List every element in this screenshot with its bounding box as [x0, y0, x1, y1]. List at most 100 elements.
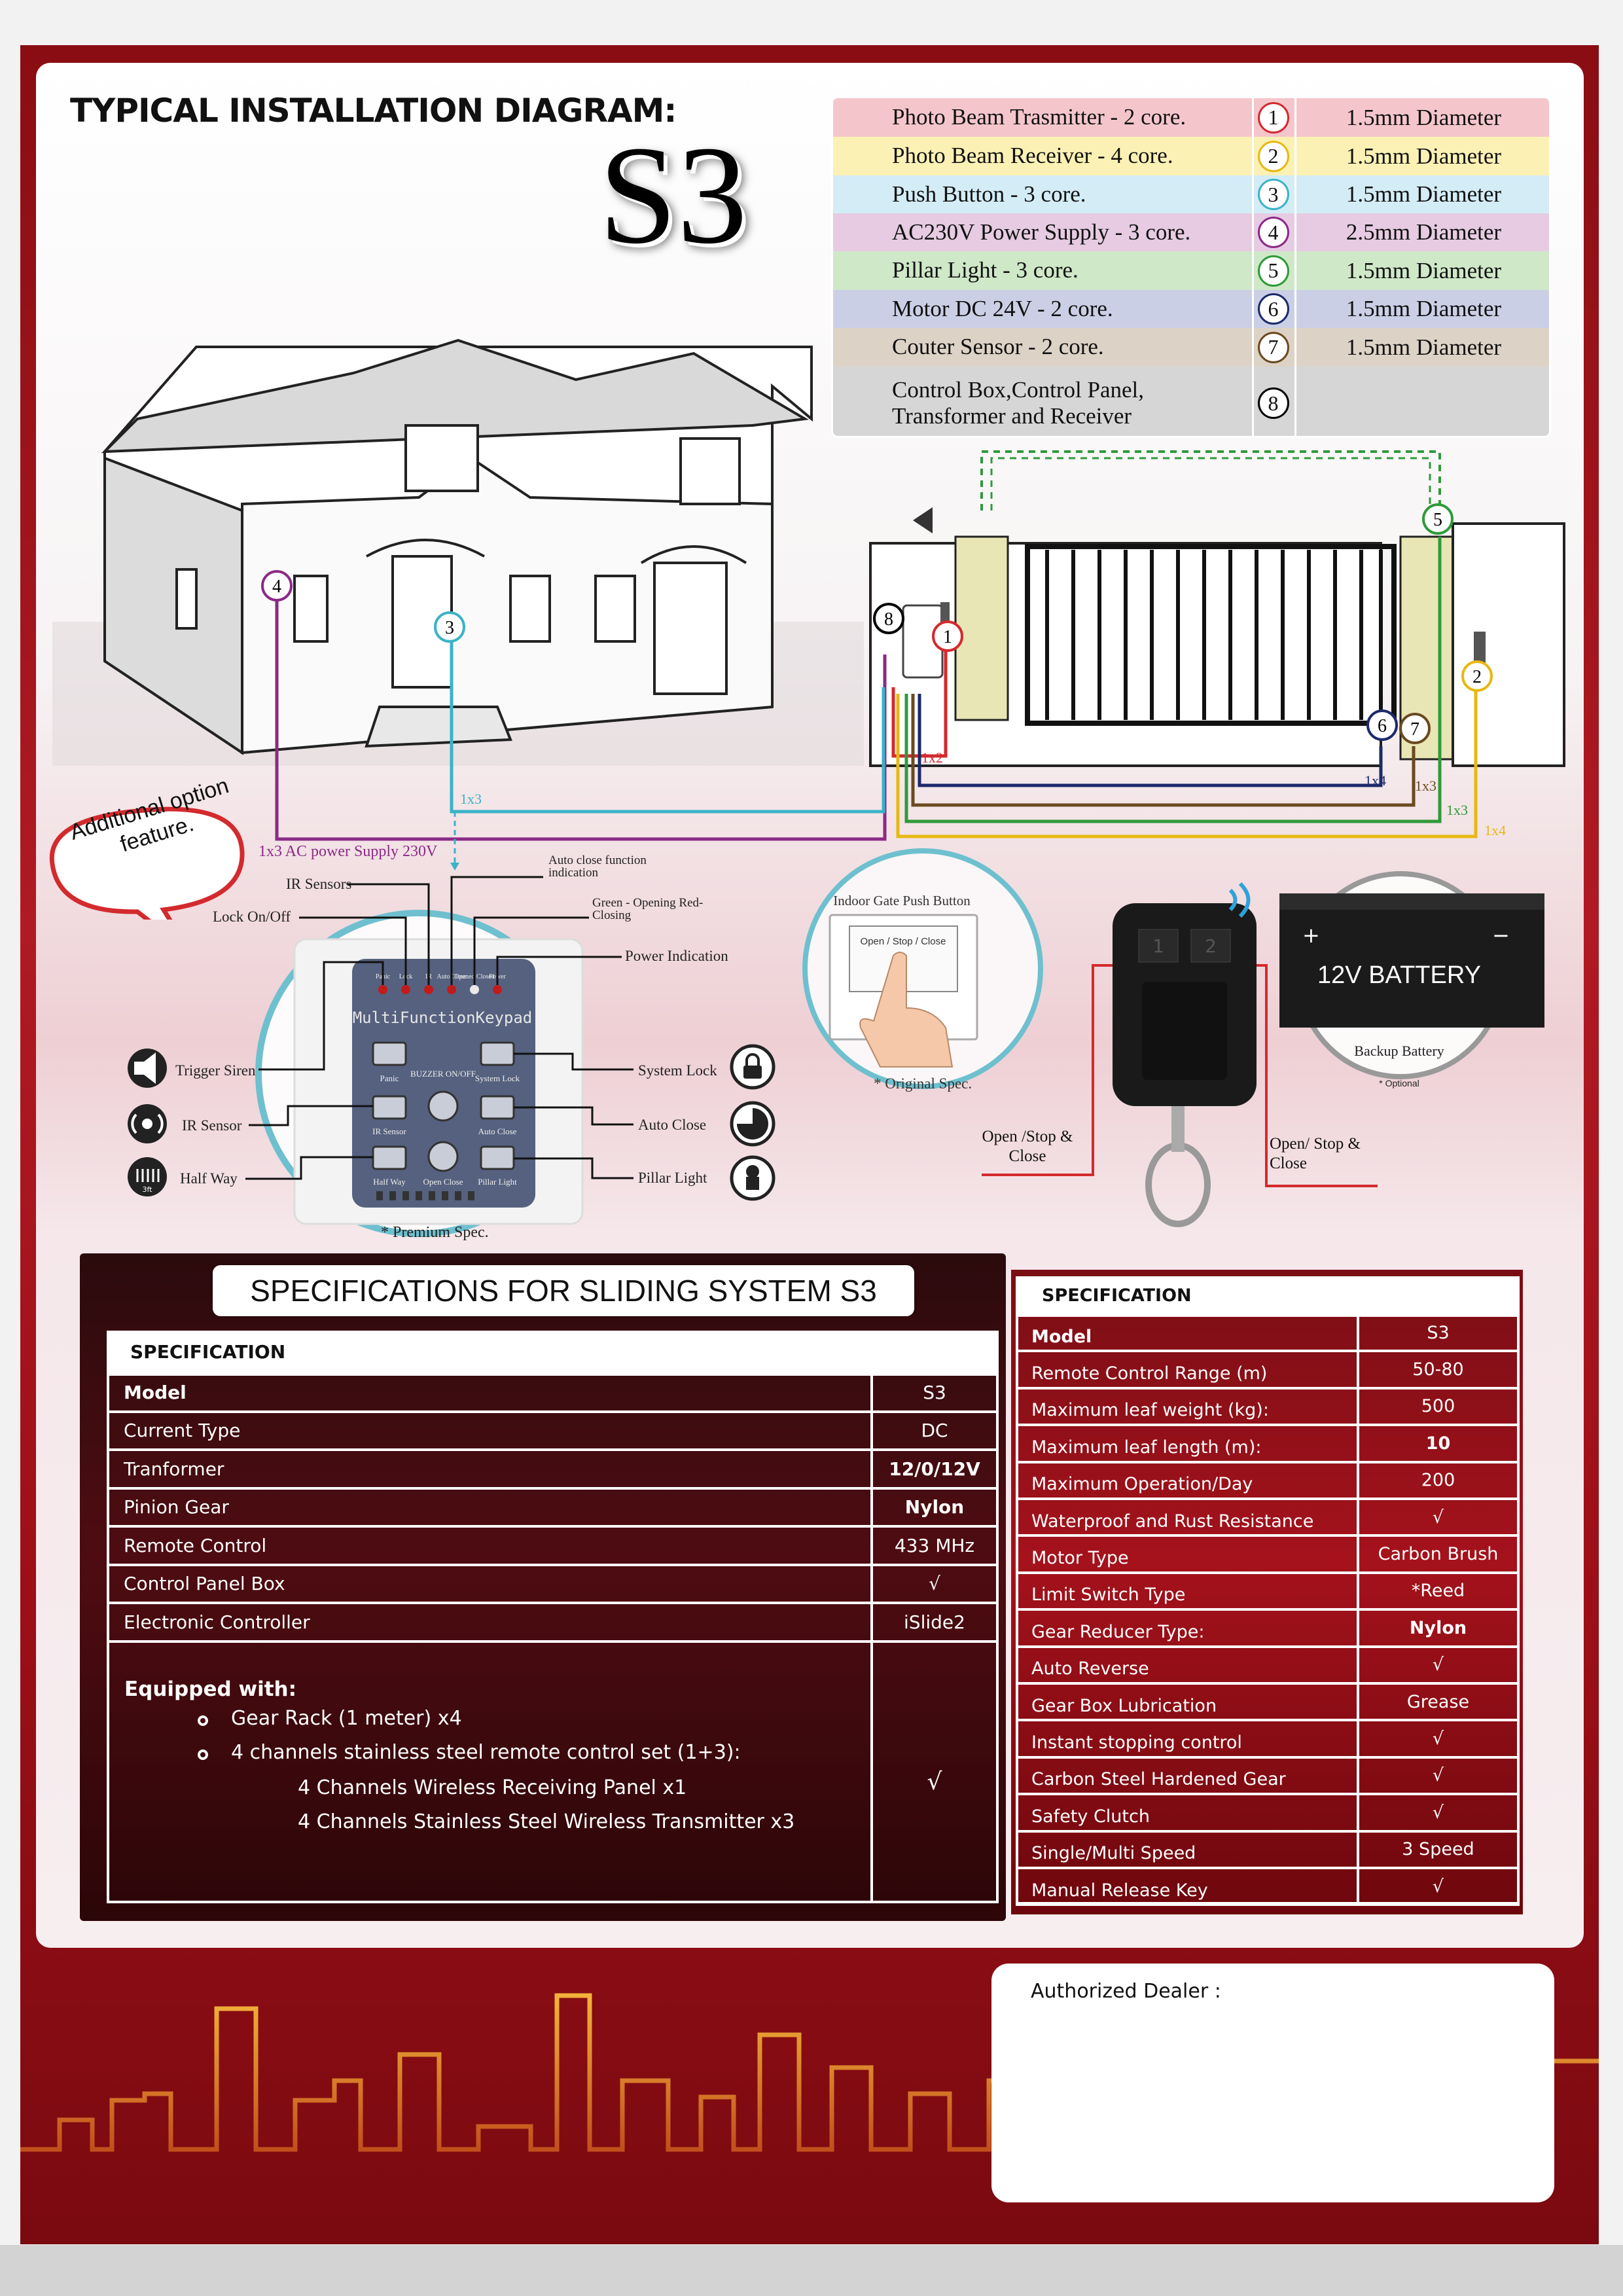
right-spec-row: Remote Control Range (m)50-80: [1016, 1351, 1520, 1388]
label-ir-sensor: IR Sensor: [182, 1117, 242, 1134]
right-spec-row: Waterproof and Rust Resistance√: [1016, 1499, 1520, 1535]
right-spec-row: Maximum leaf weight (kg):500: [1016, 1388, 1520, 1425]
hand-illustration: [859, 952, 954, 1067]
spec-value: √: [1432, 1876, 1444, 1897]
svg-text:3: 3: [445, 618, 454, 638]
legend-name: AC230V Power Supply - 3 core.: [892, 219, 1191, 245]
marker-1: 1: [932, 620, 963, 652]
halfway-icon: 3ft: [128, 1157, 167, 1196]
spec-value: 500: [1421, 1396, 1455, 1417]
kp-btn-systemlock: System Lock: [475, 1073, 520, 1083]
svg-text:3ft: 3ft: [143, 1185, 153, 1194]
callout-ir-sensors: IR Sensors: [286, 876, 351, 892]
spec-key: Maximum leaf length (m):: [1031, 1437, 1262, 1458]
spec-key: Tranformer: [124, 1458, 224, 1480]
cable-label-5: 1x3: [1446, 802, 1468, 818]
equipped-item: 4 channels stainless steel remote contro…: [231, 1740, 741, 1764]
pillar-light-icon: [730, 1155, 776, 1201]
spec-value: 433 MHz: [894, 1534, 975, 1556]
spec-key: Gear Box Lubrication: [1031, 1695, 1217, 1716]
kp-btn-buzzer: BUZZER ON/OFF: [410, 1069, 476, 1079]
label-trigger-siren: Trigger Siren: [175, 1062, 256, 1079]
left-spec-table: [107, 1373, 999, 1903]
spec-value: Nylon: [1409, 1617, 1467, 1638]
auto-close-icon: [730, 1101, 776, 1147]
page-title: TYPICAL INSTALLATION DIAGRAM:: [70, 92, 677, 130]
right-spec-row: Carbon Steel Hardened Gear√: [1016, 1757, 1520, 1794]
legend-number: 7: [1257, 331, 1289, 363]
spec-key: Current Type: [124, 1420, 241, 1442]
gate-illustration: [869, 507, 1565, 767]
kp-btn-irsensor: IR Sensor: [372, 1126, 406, 1136]
legend-row: Motor DC 24V - 2 core. 6 1.5mm Diameter: [833, 290, 1549, 328]
spec-value: 12/0/12V: [889, 1458, 980, 1480]
label-pillar-light: Pillar Light: [638, 1170, 707, 1186]
legend-diameter: 2.5mm Diameter: [1346, 219, 1502, 245]
legend-diameter: 1.5mm Diameter: [1346, 334, 1502, 360]
dealer-box[interactable]: [991, 1964, 1554, 2202]
right-spec-row: Maximum leaf length (m): 10: [1016, 1425, 1520, 1462]
marker-2: 2: [1461, 660, 1493, 692]
remote-control: 1 2: [1113, 882, 1257, 1227]
kp-btn-halfway: Half Way: [373, 1177, 406, 1187]
legend-diameter: 1.5mm Diameter: [1346, 143, 1502, 169]
ir-sensor-icon: [128, 1104, 167, 1143]
legend-number: 3: [1257, 179, 1289, 210]
marker-4: 4: [261, 570, 293, 601]
marker-5: 5: [1422, 503, 1454, 535]
remote-right-label: Open/ Stop & Close: [1270, 1135, 1361, 1172]
spec-value: iSlide2: [904, 1611, 965, 1633]
push-button-title: Indoor Gate Push Button: [833, 893, 971, 908]
remote-left-label: Open /Stop & Close: [982, 1128, 1073, 1165]
spec-key: Carbon Steel Hardened Gear: [1031, 1769, 1286, 1790]
equipped-item: Gear Rack (1 meter) x4: [231, 1706, 462, 1730]
left-spec-row: Model S3: [107, 1373, 999, 1412]
keypad-title: MultiFunctionKeypad: [353, 1009, 533, 1027]
legend-name: Motor DC 24V - 2 core.: [892, 295, 1113, 321]
spec-value: S3: [923, 1381, 946, 1403]
legend-name: Couter Sensor - 2 core.: [892, 334, 1104, 360]
spec-key: Instant stopping control: [1031, 1732, 1242, 1753]
marker-3: 3: [434, 611, 465, 643]
right-spec-row: Manual Release Key √: [1016, 1868, 1520, 1905]
equipped-value: √: [927, 1768, 942, 1796]
spec-key: Gear Reducer Type:: [1031, 1621, 1205, 1642]
cable-label-1: 1x2: [921, 749, 943, 766]
legend-diameter: 1.5mm Diameter: [1346, 296, 1502, 321]
equipped-subitem: 4 Channels Stainless Steel Wireless Tran…: [298, 1810, 795, 1833]
spec-value: 200: [1421, 1470, 1455, 1491]
legend-diameter: 1.5mm Diameter: [1346, 181, 1502, 207]
siren-icon: [128, 1049, 167, 1088]
right-spec-row: Instant stopping control√: [1016, 1720, 1520, 1757]
house-illustration: [101, 338, 813, 755]
spec-key: Electronic Controller: [124, 1611, 310, 1633]
spec-value: 10: [1425, 1433, 1451, 1454]
spec-right-panel: [1011, 1270, 1523, 1914]
spec-key: Auto Reverse: [1031, 1659, 1149, 1679]
spec-key: Limit Switch Type: [1031, 1585, 1186, 1605]
svg-text:8: 8: [884, 609, 893, 630]
marker-6: 6: [1366, 709, 1398, 741]
cable-label-3: 1x3: [460, 791, 482, 807]
legend-number: 6: [1257, 293, 1289, 325]
callout-green-red: Green - Opening Red- Closing: [592, 897, 704, 922]
callout-power: Power Indication: [625, 948, 728, 964]
svg-text:2: 2: [1472, 667, 1482, 687]
battery-icon: [1279, 900, 1544, 1028]
spec-value: √: [1432, 1802, 1444, 1823]
spec-key: Manual Release Key: [1031, 1880, 1208, 1901]
svg-text:1: 1: [943, 627, 952, 647]
legend-number: 8: [1257, 387, 1289, 419]
legend-diameter: 1.5mm Diameter: [1346, 104, 1502, 130]
spec-value: 50-80: [1412, 1359, 1464, 1380]
original-spec-note: * Original Spec.: [874, 1075, 972, 1092]
left-spec-row: Tranformer 12/0/12V: [107, 1450, 999, 1488]
legend-row: Couter Sensor - 2 core. 7 1.5mm Diameter: [833, 328, 1549, 367]
spec-key: Model: [124, 1381, 187, 1403]
